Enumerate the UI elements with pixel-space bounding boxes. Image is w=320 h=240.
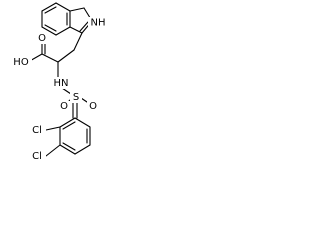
label-cl-lower: Cl bbox=[32, 151, 42, 162]
double-bond-line bbox=[44, 6, 57, 14]
bond bbox=[59, 117, 76, 128]
double-bond-line bbox=[62, 121, 76, 130]
bond bbox=[73, 32, 83, 51]
bond bbox=[41, 53, 59, 63]
bond bbox=[74, 117, 91, 128]
dichlorophenyl-ring bbox=[45, 117, 91, 157]
label-o-acid: O bbox=[38, 33, 46, 44]
label-hn: HN bbox=[54, 78, 69, 89]
atom-labels: NH O HO HN S O O Cl Cl bbox=[10, 17, 108, 162]
chemical-structure-diagram: NH O HO HN S O O Cl Cl bbox=[10, 2, 108, 162]
bond bbox=[45, 144, 61, 157]
label-nh: NH bbox=[91, 18, 106, 29]
bond bbox=[74, 144, 91, 155]
indole-benzene-ring bbox=[41, 2, 71, 36]
double-bond-line bbox=[79, 21, 89, 32]
side-chain bbox=[27, 32, 83, 97]
label-cl-upper: Cl bbox=[32, 125, 42, 136]
double-bond-line bbox=[62, 142, 76, 151]
bond bbox=[55, 2, 71, 12]
label-ho: HO bbox=[13, 57, 29, 68]
bond bbox=[59, 144, 76, 155]
double-bond-line bbox=[44, 24, 57, 32]
bond bbox=[41, 2, 57, 12]
bond bbox=[69, 7, 85, 12]
bond bbox=[45, 126, 61, 131]
label-o-sulfonyl-right: O bbox=[89, 101, 97, 112]
bond bbox=[41, 26, 57, 36]
label-s: S bbox=[73, 92, 79, 103]
bond bbox=[69, 26, 83, 34]
bond bbox=[55, 26, 71, 36]
bond bbox=[57, 49, 75, 63]
label-o-sulfonyl-left: O bbox=[60, 101, 68, 112]
